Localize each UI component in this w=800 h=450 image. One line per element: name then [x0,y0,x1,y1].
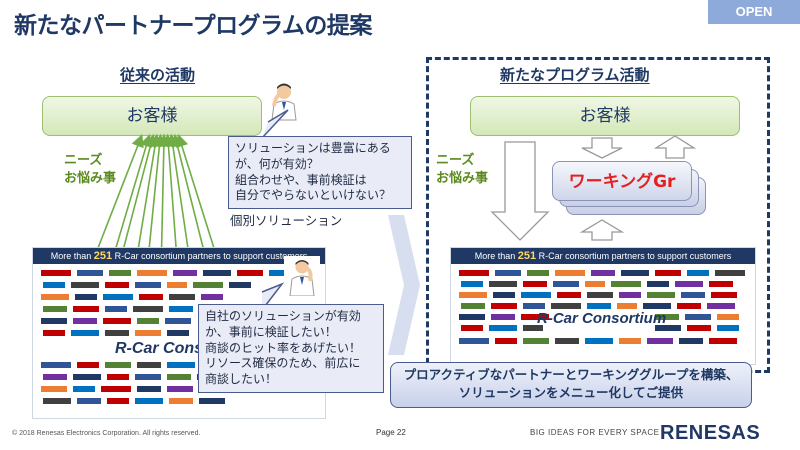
partner-voice-callout: 自社のソリューションが有効 か、事前に検証したい！ 商談のヒット率をあげたい！ … [198,304,384,394]
right-banner-number: 251 [517,250,537,262]
banner-prefix: More than [50,251,94,261]
page-title: 新たなパートナープログラムの提案 [14,13,372,39]
partner-logos [41,270,319,404]
needs-line1: ニーズ [64,153,103,168]
callout-top-line3: 組合わせや、事前検証は [235,172,367,187]
customer-voice-callout: ソリューションは豊富にある が、何が有効？ 組合わせや、事前検証は 自分でやらな… [228,136,412,210]
right-banner-suffix: R-Car consortium partners to support cus… [536,251,732,261]
consortium-banner: More than 251 R-Car consortium partners … [33,248,325,264]
right-needs-line2: お悩み事 [436,171,489,187]
open-badge: OPEN [708,0,800,24]
callout-bottom-line1: 自社のソリューションが有効 [205,309,361,323]
callout-bottom-line5: 商談したい！ [205,372,278,387]
thinking-person-icon-2 [284,256,320,296]
working-group-card: ワーキングGr [552,161,692,201]
right-rcar-consortium-logo: R-Car Consortium [537,310,667,327]
callout-top-line1: ソリューションは豊富にある [235,141,391,155]
footer-tagline: BIG IDEAS FOR EVERY SPACE [530,428,660,437]
right-partner-logos [459,270,745,344]
left-section-title: 従来の活動 [120,66,196,84]
needs-line2: お悩み事 [64,171,117,187]
left-customer-box: お客様 [42,96,262,136]
right-partner-logo-grid: R-Car Consortium [455,268,751,360]
right-customer-box: お客様 [470,96,740,136]
right-consortium-panel: More than 251 R-Car consortium partners … [450,247,756,365]
right-consortium-banner: More than 251 R-Car consortium partners … [451,248,755,264]
banner-number: 251 [93,250,113,262]
callout-bottom-line3: 商談のヒット率をあげたい！ [205,340,362,355]
callout-bottom-line4: リソース確保のため、前広に [205,356,361,371]
callout-bottom-line2: か、事前に検証したい！ [205,324,337,339]
left-needs-label: ニーズ お悩み事 [64,152,116,188]
right-needs-label: ニーズ お悩み事 [436,152,488,188]
callout-top-line2: が、何が有効？ [235,156,319,171]
banner-suffix: R-Car consortium partners to support cus… [112,251,308,261]
right-section-title: 新たなプログラム活動 [494,64,656,85]
renesas-logo: RENESAS [660,422,761,444]
proposal-box: プロアクティブなパートナーとワーキンググループを構築、 ソリューションをメニュー… [390,362,752,408]
page-number: Page 22 [376,428,406,437]
right-needs-line1: ニーズ [436,153,475,168]
proposal-line2: ソリューションをメニュー化してご提供 [458,385,684,401]
right-banner-prefix: More than [474,251,518,261]
proposal-line1: プロアクティブなパートナーとワーキンググループを構築、 [403,367,739,382]
individual-solution-label: 個別ソリューション [230,213,343,228]
callout-top-line4: 自分でやらないといけない？ [235,188,392,203]
copyright-text: © 2018 Renesas Electronics Corporation. … [12,430,201,437]
